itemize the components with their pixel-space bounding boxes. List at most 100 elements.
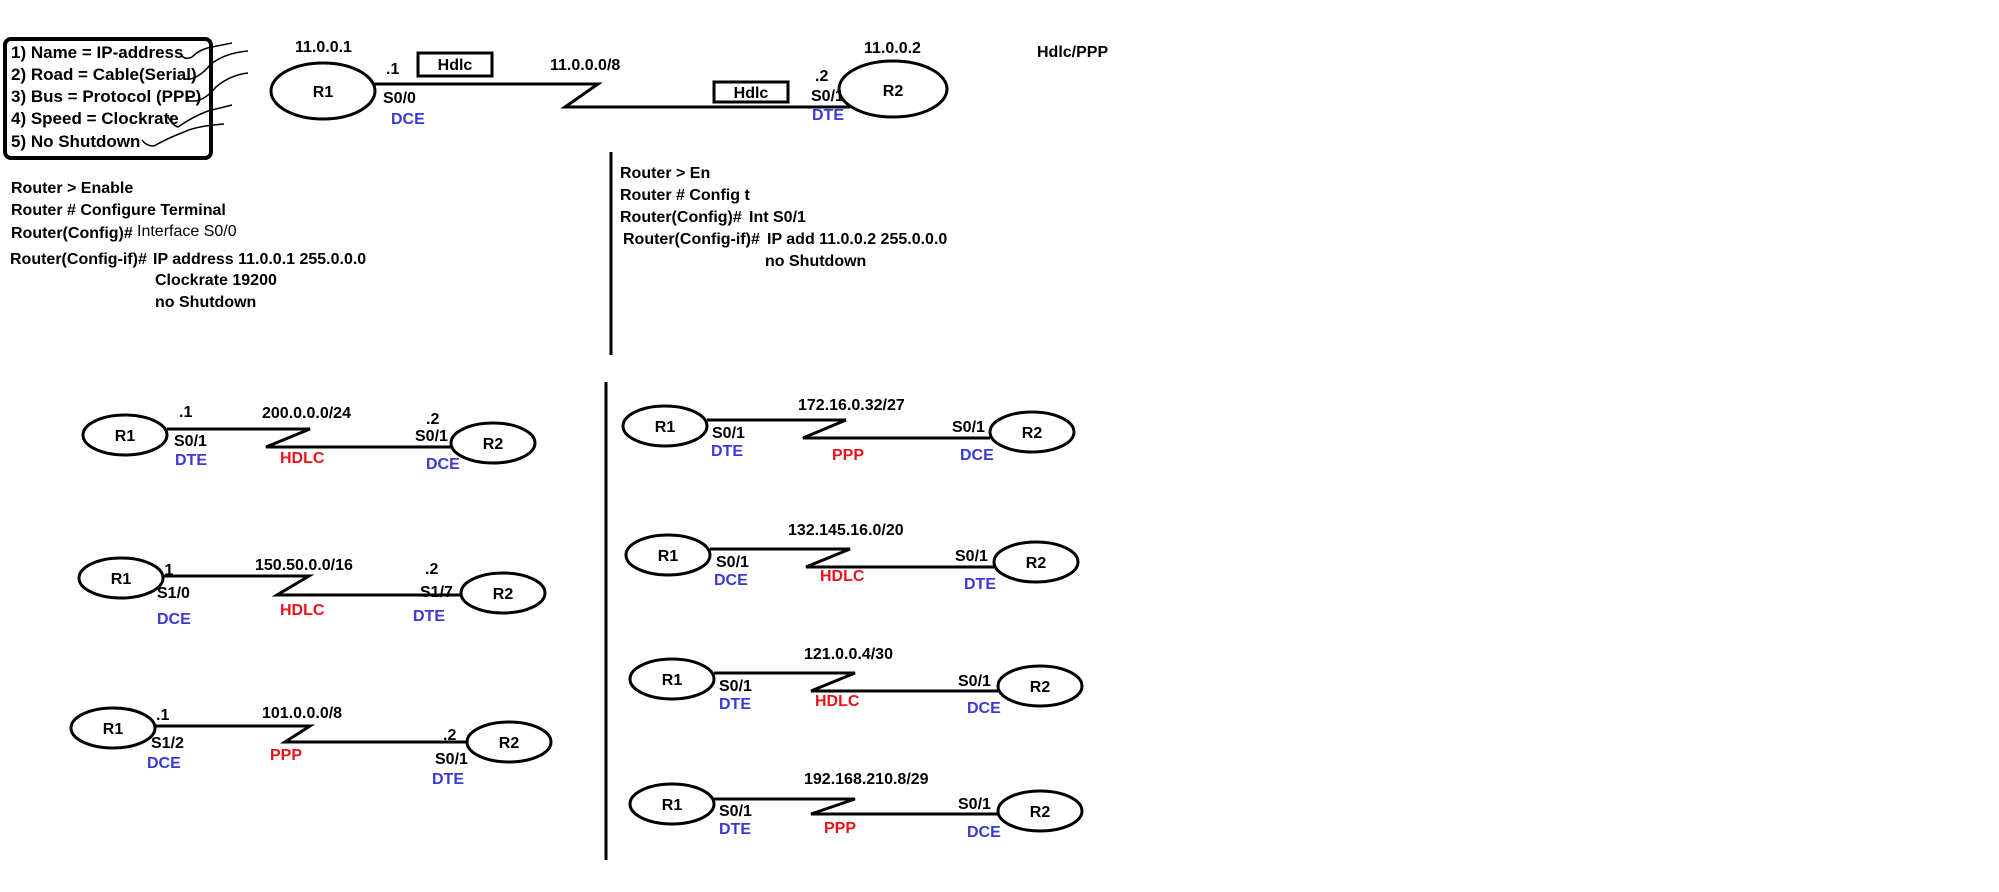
r2-role: DTE: [413, 608, 445, 625]
r1-role: DTE: [719, 821, 751, 838]
r1-cfg-line-2: Router # Configure Terminal: [11, 202, 226, 219]
r1-cfg-line-4: Router(Config-if)#: [10, 251, 147, 268]
r1-iface: S0/1: [719, 803, 752, 820]
legend: 1) Name = IP-address 2) Road = Cable(Ser…: [3, 37, 249, 160]
router-r1-label: R1: [662, 672, 683, 689]
protocol-label: HDLC: [815, 693, 860, 710]
r1-role: DTE: [175, 452, 207, 469]
r2-host: .2: [443, 727, 456, 744]
squiggle-1: [179, 42, 233, 60]
r1-cfg-cmd-1: Interface S0/0: [137, 223, 237, 240]
router-r1: [628, 782, 716, 826]
router-r1-label: R1: [115, 428, 136, 445]
r1-cfg-cmd-4: no Shutdown: [155, 294, 256, 311]
router-r2-label: R2: [883, 83, 904, 100]
config-r1: Router > Enable Router # Configure Termi…: [10, 180, 366, 311]
squiggle-5: [141, 123, 225, 147]
r2-host: .2: [815, 68, 828, 85]
protocol-label: PPP: [824, 820, 856, 837]
router-r2: [996, 789, 1084, 833]
router-r2: [992, 540, 1080, 584]
r2-iface: S0/1: [415, 428, 448, 445]
r2-role: DTE: [432, 771, 464, 788]
router-r2-label: R2: [493, 586, 514, 603]
router-r2: [459, 571, 547, 615]
squiggle-2: [183, 50, 249, 80]
r2-role: DCE: [967, 700, 1001, 717]
router-r1: [77, 556, 165, 600]
r1-iface: S0/1: [174, 433, 207, 450]
protocol-label: HDLC: [820, 568, 865, 585]
r2-iface: S0/1: [958, 796, 991, 813]
serial-link: [155, 724, 467, 744]
r2-cfg-line-1: Router > En: [620, 165, 710, 182]
router-r2-label: R2: [1030, 804, 1051, 821]
serial-link: [167, 427, 451, 449]
legend-item-1: 1) Name = IP-address: [11, 43, 183, 62]
router-r2-label: R2: [1022, 425, 1043, 442]
r2-role: DCE: [967, 824, 1001, 841]
r2-iface: S0/1: [955, 548, 988, 565]
router-r2-label: R2: [1030, 679, 1051, 696]
router-r1: [81, 413, 169, 457]
router-r2: [449, 421, 537, 465]
r2-proto-label: Hdlc: [734, 85, 769, 102]
r1-cfg-line-3: Router(Config)#: [11, 225, 133, 242]
r2-proto-box: [712, 80, 790, 104]
r2-cfg-line-4: Router(Config-if)#: [623, 231, 760, 248]
network-label: 192.168.210.8/29: [804, 771, 929, 788]
squiggle-3: [187, 72, 249, 102]
r2-host: .2: [425, 561, 438, 578]
r1-iface: S0/1: [716, 554, 749, 571]
r2-cfg-cmd-1: Int S0/1: [749, 209, 806, 226]
serial-link: [714, 671, 998, 693]
router-r1: [69, 706, 157, 750]
legend-box: [3, 37, 213, 160]
r1-iface: S0/1: [712, 425, 745, 442]
network-label: 121.0.0.4/30: [804, 646, 893, 663]
top-network: 11.0.0.0/8: [550, 57, 620, 74]
legend-item-5: 5) No Shutdown: [11, 132, 140, 151]
r1-host: .1: [179, 404, 192, 421]
top-diagram: R1 R2 11.0.0.1 11.0.0.2 .1 .2 S0/0 S0/1 …: [269, 39, 1108, 128]
router-r1-label: R1: [662, 797, 683, 814]
network-label: 101.0.0.0/8: [262, 705, 342, 722]
r1-iface: S0/1: [719, 678, 752, 695]
r1-host: .1: [160, 562, 173, 579]
r2-host: .2: [426, 411, 439, 428]
r2-cfg-line-2: Router # Config t: [620, 187, 750, 204]
protocol-label: PPP: [832, 447, 864, 464]
router-r1: [628, 657, 716, 701]
router-r1-label: R1: [103, 721, 124, 738]
router-r1: [624, 533, 712, 577]
protocol-label: HDLC: [280, 602, 325, 619]
r1-role: DCE: [714, 572, 748, 589]
r2-ip: 11.0.0.2: [864, 40, 921, 57]
r1-proto-label: Hdlc: [438, 57, 473, 74]
r1-cfg-cmd-2: IP address 11.0.0.1 255.0.0.0: [153, 251, 366, 268]
router-r2: [996, 664, 1084, 708]
network-label: 172.16.0.32/27: [798, 397, 905, 414]
router-r2: [837, 59, 949, 119]
r1-ip: 11.0.0.1: [295, 39, 352, 56]
serial-link: [707, 418, 990, 440]
router-r1-label: R1: [658, 548, 679, 565]
r1-iface: S1/0: [157, 585, 190, 602]
router-r2-label: R2: [483, 436, 504, 453]
router-r1: [621, 404, 709, 448]
r2-iface: S0/1: [811, 88, 844, 105]
router-r2: [465, 720, 553, 764]
squiggle-4: [167, 104, 233, 128]
router-r1-label: R1: [655, 419, 676, 436]
network-label: 150.50.0.0/16: [255, 557, 353, 574]
r2-iface: S0/1: [958, 673, 991, 690]
r1-iface: S0/0: [383, 90, 416, 107]
network-label: 200.0.0.0/24: [262, 405, 351, 422]
r1-role: DCE: [391, 111, 425, 128]
